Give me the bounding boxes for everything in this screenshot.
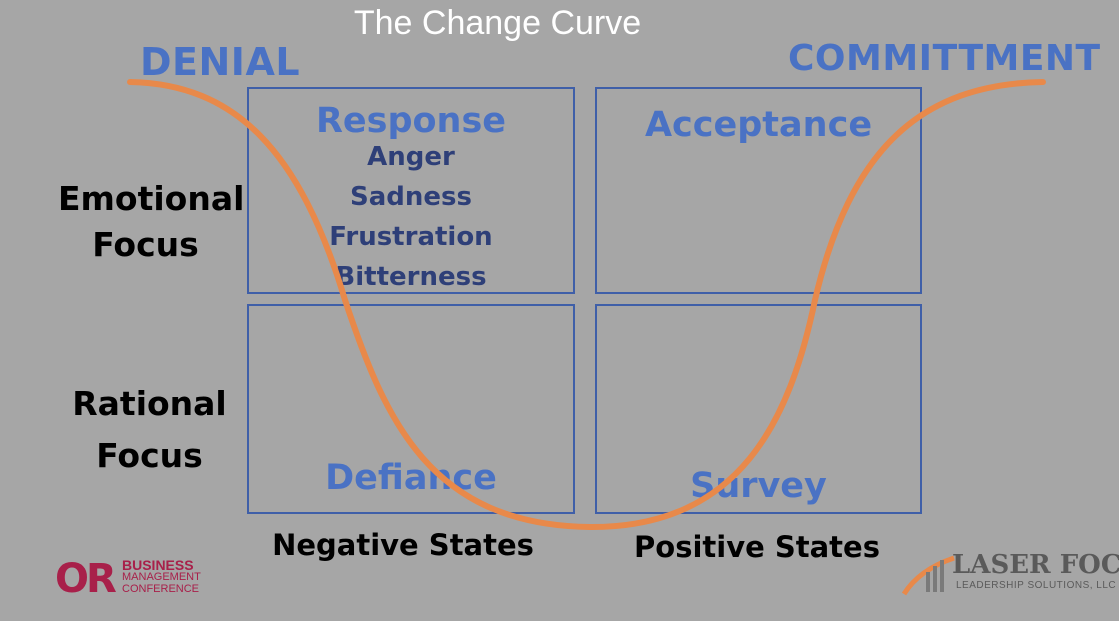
emotion-item: Sadness [350, 182, 472, 212]
laser-focus-name: LASER FOCUS [952, 550, 1119, 580]
quadrant-survey: Survey [595, 304, 922, 514]
emotion-item: Bitterness [335, 262, 487, 292]
emotional-focus-label: Emotional Focus [58, 176, 245, 268]
logo-text: BUSINESS MANAGEMENT CONFERENCE [122, 557, 201, 595]
logo-line2: MANAGEMENT [122, 571, 201, 583]
emotional-focus-line1: Emotional [58, 179, 245, 218]
change-curve-path [127, 79, 1046, 531]
quadrant-response: Response Anger Sadness Frustration Bitte… [247, 87, 575, 294]
logo-line3: CONFERENCE [122, 583, 200, 595]
quadrant-title-response: Response [315, 101, 507, 141]
laser-focus-tagline: LEADERSHIP SOLUTIONS, LLC [956, 580, 1117, 591]
denial-label: DENIAL [140, 40, 301, 84]
emotion-item: Anger [367, 142, 455, 172]
or-logo-mark: OR [55, 556, 117, 602]
logo-line1: BUSINESS [122, 557, 194, 573]
quadrant-title-acceptance: Acceptance [644, 105, 873, 145]
slide-title: The Change Curve [353, 4, 642, 42]
emotion-list: Anger Sadness Frustration Bitterness [249, 137, 573, 297]
quadrant-acceptance: Acceptance [595, 87, 922, 294]
quadrant-defiance: Defiance [247, 304, 575, 514]
rational-focus-line2: Focus [96, 436, 203, 475]
rational-focus-line1: Rational [72, 384, 227, 423]
laser-focus-logo: LASER FOCUS LEADERSHIP SOLUTIONS, LLC [900, 546, 1119, 606]
laser-focus-swoosh-icon [901, 555, 955, 596]
positive-states-label: Positive States [634, 530, 880, 564]
commitment-label: COMMITTMENT [788, 38, 1101, 79]
quadrant-title-survey: Survey [690, 466, 827, 506]
emotion-item: Frustration [329, 222, 493, 252]
business-management-conference-logo: OR BUSINESS MANAGEMENT CONFERENCE [55, 556, 215, 602]
quadrant-title-defiance: Defiance [325, 458, 497, 498]
emotional-focus-line2: Focus [92, 225, 199, 264]
negative-states-label: Negative States [272, 528, 534, 562]
rational-focus-label: Rational Focus [62, 378, 237, 482]
